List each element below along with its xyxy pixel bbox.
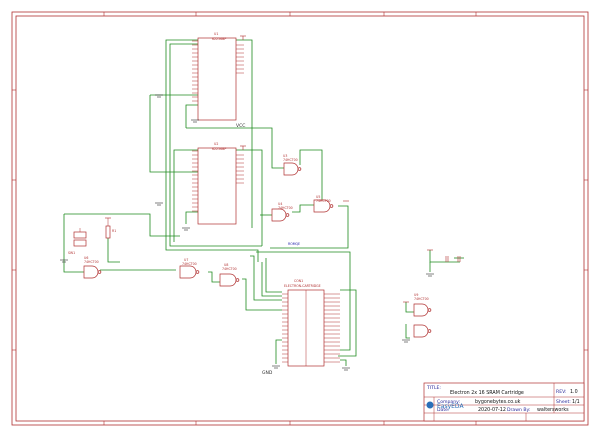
tb-rev-label: REV: [556, 389, 567, 395]
u6-ref: U6 [84, 256, 88, 260]
tb-drawn-by-label: Drawn By: [507, 407, 531, 413]
tb-rev: 1.0 [570, 389, 578, 395]
gate-u6: U6 74HCT00 [83, 256, 102, 279]
tb-drawn-by: waltersworks [537, 407, 569, 413]
u7-ref: U7 [184, 258, 188, 262]
u2-ref: U2 [214, 142, 218, 146]
outer-frame [11, 11, 589, 426]
ground-symbols [60, 94, 434, 371]
sram-u1: U1 62256BP [192, 32, 244, 121]
gnd-text: GND [262, 370, 273, 376]
resistor-r1: R1 [105, 218, 116, 239]
u8-part: 74HCT00 [222, 267, 237, 271]
cartridge-connector: CON1 ELECTRON-CARTRIDGE [282, 279, 340, 367]
tb-company: bygonebytes.co.uk [475, 399, 521, 405]
resistor-label: R1 [112, 229, 116, 233]
gate-u4: U4 74HCT00 [271, 202, 293, 222]
u5-part: 74HCT00 [316, 199, 331, 203]
gate-spare [413, 324, 432, 338]
switch-sw1: SW1 [68, 228, 87, 255]
u8-ref: U8 [224, 263, 228, 267]
u9-ref: U9 [414, 293, 418, 297]
gate-u8: U8 74HCT00 [219, 263, 240, 287]
u4-part: 74HCT00 [278, 206, 293, 210]
tb-date: 2020-07-12 [478, 407, 506, 413]
vcc-text: VCC [236, 123, 245, 129]
decoupling-caps [445, 256, 461, 262]
gate-u5: U5 74HCT00 [313, 195, 334, 213]
u4-ref: U4 [278, 202, 282, 206]
u1-part: 62256BP [212, 37, 226, 41]
easyeda-logo-icon [426, 401, 434, 409]
tb-title-label: TITLE: [426, 385, 441, 391]
u5-ref: U5 [316, 195, 320, 199]
tb-date-label: Date: [437, 407, 450, 413]
gate-u7: U7 74HCT00 [179, 258, 200, 279]
gate-u9: U9 74HCT00 [413, 293, 432, 317]
tb-logo-text: EasyEDA [437, 403, 464, 410]
switch-label: SW1 [68, 251, 75, 255]
u1-ref: U1 [214, 32, 218, 36]
power-symbols [105, 35, 433, 303]
u6-part: 74HCT00 [84, 260, 99, 264]
conn-ref: CON1 [294, 279, 303, 283]
net-label: ROMQE [288, 242, 300, 246]
tb-title: Electron 2x 16 SRAM Cartridge [450, 390, 524, 396]
u3-ref: U3 [283, 154, 287, 158]
u9-part: 74HCT00 [414, 297, 429, 301]
u7-part: 74HCT00 [182, 262, 197, 266]
gate-u3: U3 74HCT00 [283, 154, 302, 176]
conn-part: ELECTRON-CARTRIDGE [284, 284, 321, 288]
wires [63, 39, 464, 366]
frame-ticks [12, 12, 588, 425]
tb-company-label: Company: [437, 399, 461, 405]
sram-u2: U2 62256BP [192, 142, 244, 225]
inner-frame [15, 15, 585, 422]
tb-sheet-label: Sheet: [556, 399, 571, 405]
tb-sheet: 1/1 [572, 399, 580, 405]
u3-part: 74HCT00 [283, 158, 298, 162]
title-block: TITLE: Electron 2x 16 SRAM Cartridge REV… [423, 382, 585, 422]
u2-part: 62256BP [212, 147, 226, 151]
